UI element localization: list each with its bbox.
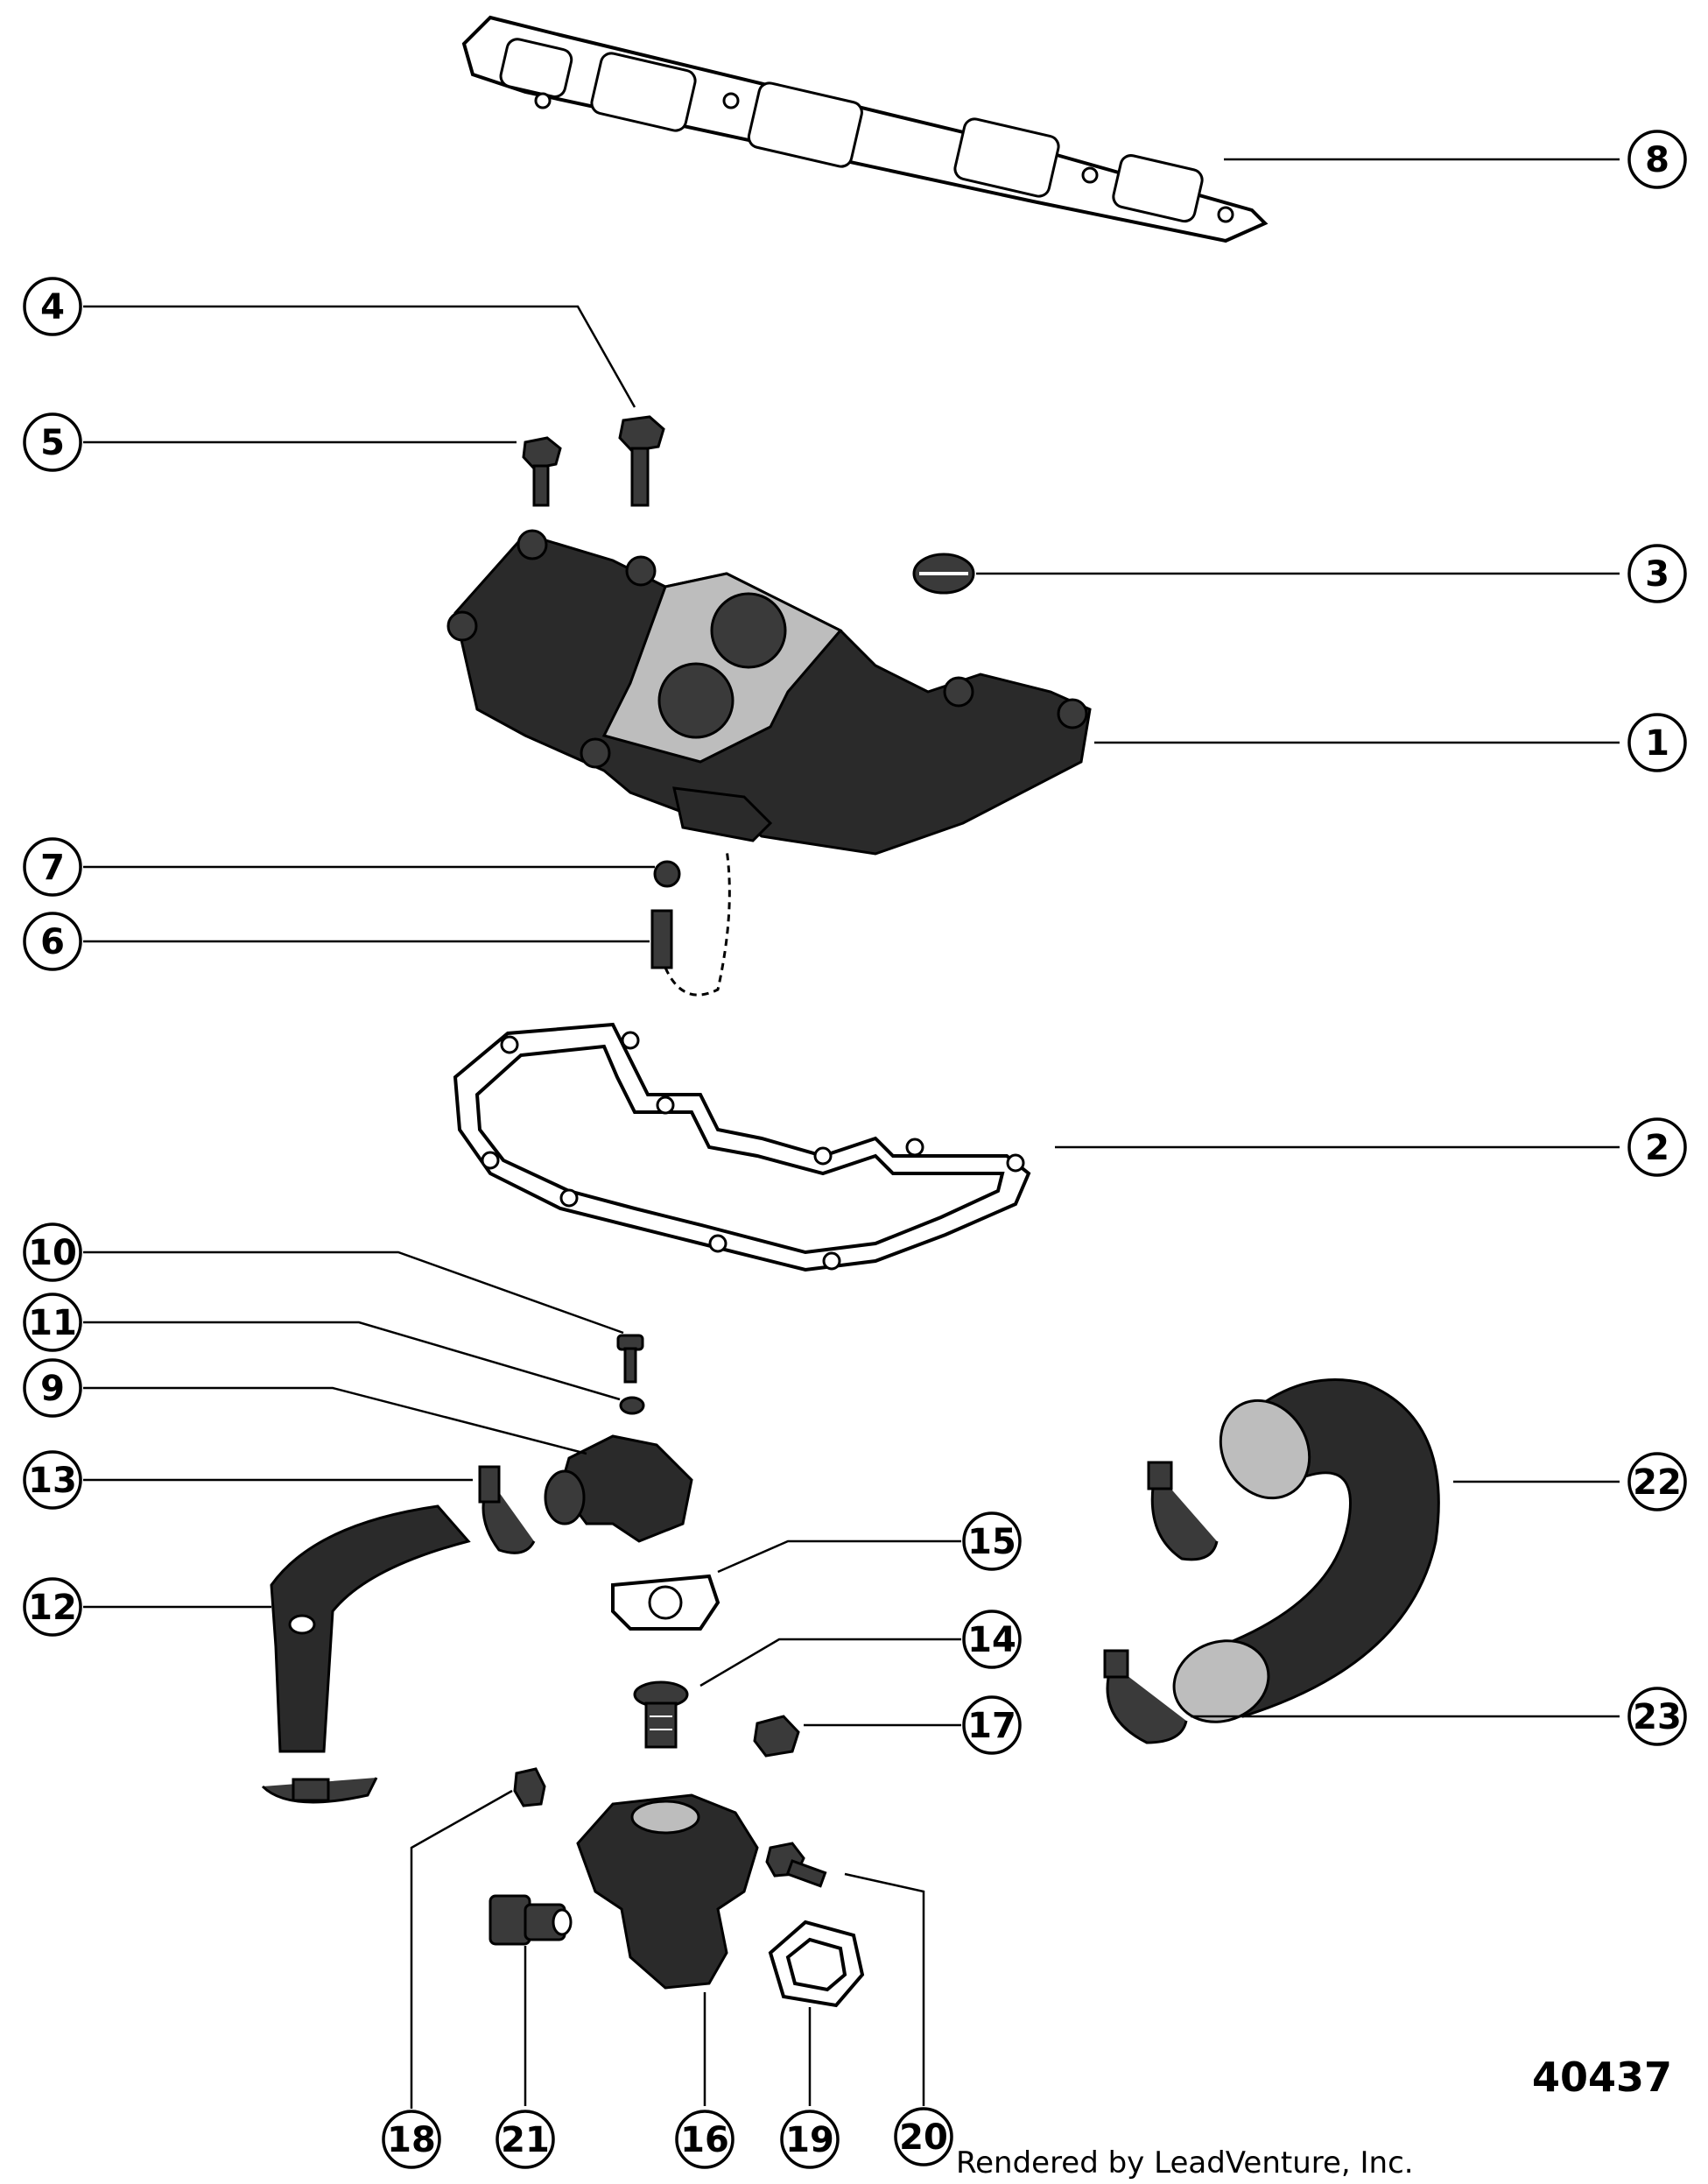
callout-11: 11 [23,1293,82,1352]
part-22-clamp [1147,1461,1219,1561]
callout-6-label: 6 [40,922,65,962]
part-23-clamp [1103,1649,1188,1744]
part-11-washer [619,1396,645,1415]
callout-17: 17 [962,1695,1022,1755]
callout-5-label: 5 [40,423,65,463]
callout-13-label: 13 [28,1461,77,1501]
part-2-gasket [453,1022,1031,1272]
callout-2-label: 2 [1645,1128,1669,1168]
part-4-bolt [618,415,665,507]
callout-9-label: 9 [40,1369,65,1409]
callout-4-label: 4 [40,287,65,328]
hose-clamp-lower [261,1777,378,1804]
figure-number: 40437 [1532,2054,1673,2101]
callout-3-label: 3 [1645,554,1669,595]
callout-14-label: 14 [967,1620,1016,1660]
part-13-hose-clamp [478,1465,536,1554]
part-10-bolt [616,1334,644,1384]
callout-23-label: 23 [1633,1697,1682,1737]
callout-20: 20 [894,2107,953,2166]
callout-14: 14 [962,1610,1022,1669]
callout-22-label: 22 [1633,1462,1682,1503]
callout-2: 2 [1627,1117,1687,1177]
callout-8: 8 [1627,130,1687,189]
part-6-stud [650,909,673,969]
callout-23: 23 [1627,1687,1687,1746]
callout-16-label: 16 [680,2120,729,2160]
callout-11-label: 11 [28,1303,77,1343]
callout-1: 1 [1627,713,1687,772]
callout-7-label: 7 [40,848,65,888]
part-17-plug [753,1715,800,1758]
callout-20-label: 20 [899,2117,948,2158]
part-12-hose [270,1504,471,1753]
part-9-elbow [544,1434,693,1543]
callout-8-label: 8 [1645,140,1669,180]
part-3-plug [912,553,975,595]
part-20-bolt [765,1842,827,1888]
callout-16: 16 [675,2110,735,2169]
part-19-gasket [768,1920,865,2008]
hose-path-dashed [664,849,731,997]
part-15-gasket [611,1574,720,1631]
callout-19: 19 [780,2110,840,2169]
callout-9: 9 [23,1358,82,1418]
callout-7: 7 [23,837,82,897]
callout-21-label: 21 [501,2120,550,2160]
callout-5: 5 [23,412,82,472]
part-16-housing [576,1793,759,1990]
callout-10-label: 10 [28,1233,77,1273]
callout-12: 12 [23,1577,82,1637]
callout-1-label: 1 [1645,723,1669,764]
part-1-manifold [446,529,1092,856]
render-credit: Rendered by LeadVenture, Inc. [956,2145,1414,2180]
part-5-bolt [522,436,562,507]
callout-3: 3 [1627,544,1687,603]
callout-19-label: 19 [785,2120,834,2160]
callout-12-label: 12 [28,1588,77,1628]
callout-15: 15 [962,1511,1022,1571]
part-7-nut [653,860,681,888]
callout-18: 18 [382,2110,441,2169]
callout-22: 22 [1627,1452,1687,1511]
callout-21: 21 [496,2110,555,2169]
callout-17-label: 17 [967,1706,1016,1746]
part-22-large-hose [1172,1378,1440,1723]
callout-18-label: 18 [387,2120,436,2160]
part-18-fitting [513,1767,546,1807]
callout-4: 4 [23,277,82,336]
part-8-manifold-gasket [461,15,1269,243]
callout-13: 13 [23,1450,82,1510]
part-14-thermostat [633,1680,689,1749]
callout-6: 6 [23,912,82,971]
leader-lines [83,158,1620,2109]
callout-15-label: 15 [967,1522,1016,1562]
part-21-fitting [489,1894,573,1946]
callout-10: 10 [23,1222,82,1282]
